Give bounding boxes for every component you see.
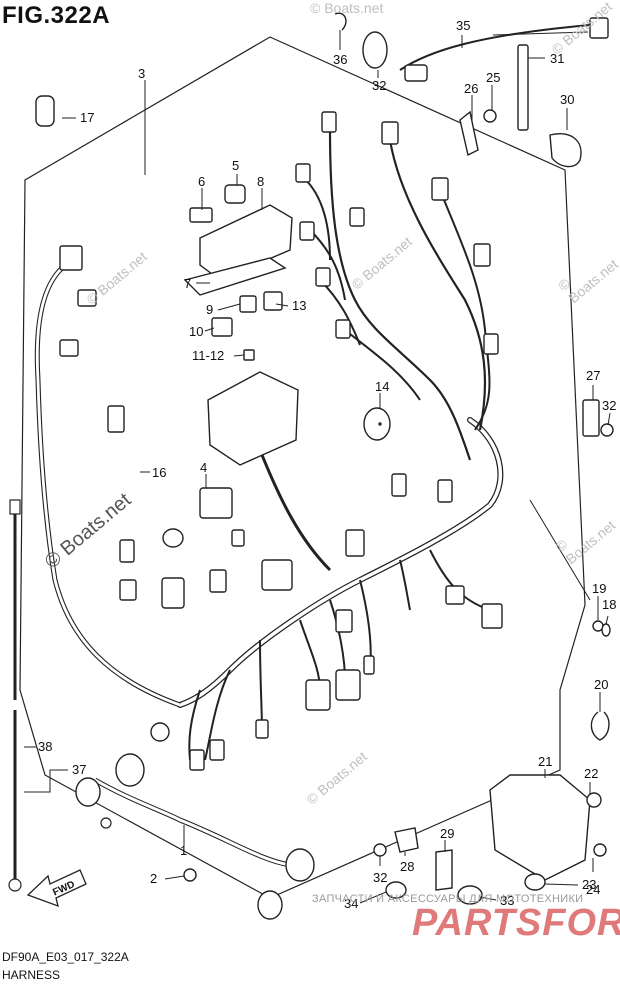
shop-brand: PARTSFOR.RU: [412, 902, 620, 944]
figure-code: DF90A_E03_017_322A: [2, 950, 129, 964]
watermark: © Boats.net: [310, 0, 384, 16]
callout-label: 11-12: [192, 348, 224, 363]
figure-title: FIG.322A: [2, 2, 111, 29]
callout-label: 27: [586, 368, 600, 383]
callout-label: 31: [550, 51, 564, 66]
figure-caption: HARNESS: [2, 968, 61, 982]
callout-label: 30: [560, 92, 574, 107]
callout-label: 7: [184, 276, 191, 291]
callout-label: 17: [80, 110, 94, 125]
callout-labels: 3 17 5 6 8 7 9 13 10 11-12 14 4 16 35 31…: [38, 18, 616, 911]
left-harness-loop: [34, 259, 181, 708]
callout-label: 21: [538, 754, 552, 769]
callout-label: 19: [592, 581, 606, 596]
connectors: [59, 111, 503, 771]
callout-label: 5: [232, 158, 239, 173]
battery-cable: [93, 777, 291, 868]
upper-branch-a: [328, 129, 472, 461]
hardware-parts: [35, 12, 614, 905]
callout-label: 14: [375, 379, 389, 394]
callout-label: 4: [200, 460, 207, 475]
callout-label: 26: [464, 81, 478, 96]
callout-label: 1: [180, 843, 187, 858]
callout-label: 33: [500, 893, 514, 908]
callout-label: 16: [152, 465, 166, 480]
callout-label: 29: [440, 826, 454, 841]
callout-label: 28: [400, 859, 414, 874]
main-harness-trunk: [177, 417, 504, 708]
callout-label: 37: [72, 762, 86, 777]
upper-branch-b: [388, 139, 487, 431]
callout-label: 38: [38, 739, 52, 754]
callout-label: 36: [333, 52, 347, 67]
callout-label: 34: [344, 896, 358, 911]
upper-branch-c: [439, 189, 491, 431]
callout-label: 32: [372, 78, 386, 93]
callout-label: 13: [292, 298, 306, 313]
callout-label: 32: [373, 870, 387, 885]
callout-label: 10: [189, 324, 203, 339]
callout-label: 23: [582, 877, 596, 892]
callout-label: 32: [602, 398, 616, 413]
leader-lines: [24, 30, 611, 904]
callout-label: 35: [456, 18, 470, 33]
callout-label: 25: [486, 70, 500, 85]
fuse-box-parts: [183, 184, 391, 519]
forward-arrow: FWD: [26, 869, 87, 908]
callout-label: 24: [586, 882, 600, 897]
shop-tagline: ЗАПЧАСТИ И АКСЕССУАРЫ ДЛЯ МОТОТЕХНИКИ: [312, 893, 584, 905]
callout-label: 9: [206, 302, 213, 317]
callout-label: 6: [198, 174, 205, 189]
callout-label: 18: [602, 597, 616, 612]
callout-label: 20: [594, 677, 608, 692]
callout-label: 8: [257, 174, 264, 189]
callout-label: 2: [150, 871, 157, 886]
callout-label: 22: [584, 766, 598, 781]
callout-label: 3: [138, 66, 145, 81]
